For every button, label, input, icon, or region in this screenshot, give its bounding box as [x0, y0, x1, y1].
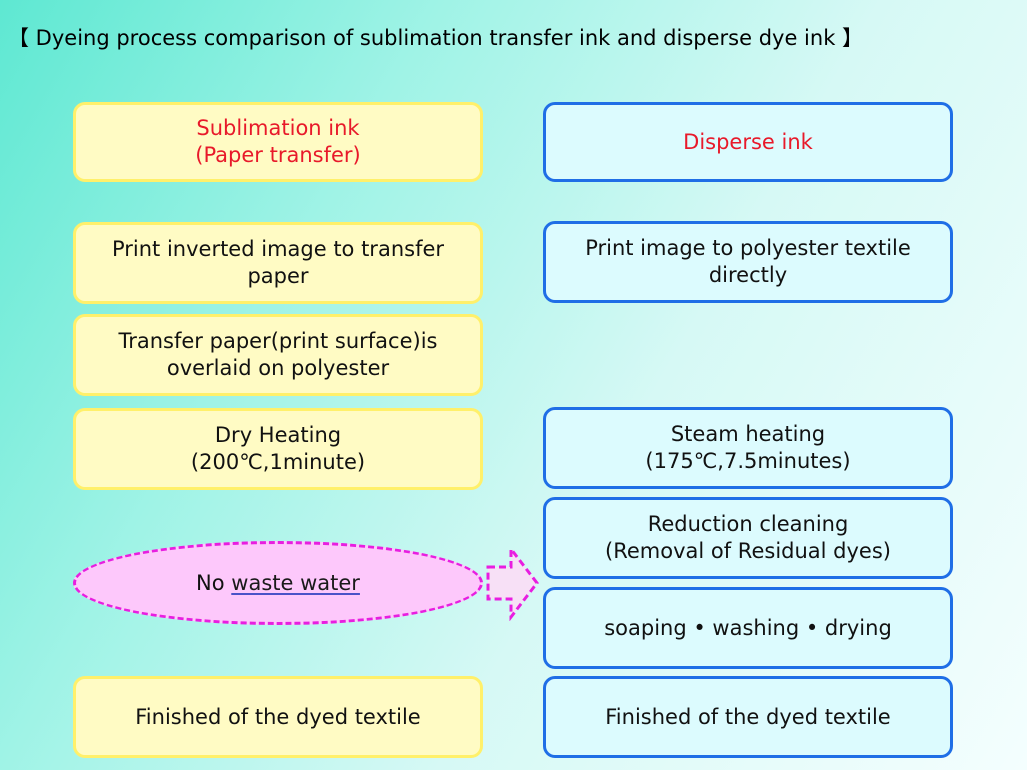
header-line-2: (Paper transfer) — [195, 143, 361, 167]
step-text-line-1: Steam heating — [670, 422, 826, 446]
step-text: soaping • washing • drying — [604, 615, 892, 640]
sublimation-step-finished: Finished of the dyed textile — [73, 676, 483, 758]
step-text-line-2: overlaid on polyester — [166, 356, 390, 380]
page-title: 【 Dyeing process comparison of sublimati… — [8, 26, 864, 50]
no-waste-prefix: No — [196, 571, 232, 595]
sublimation-step-dry-heating: Dry Heating (200℃,1minute) — [73, 408, 483, 490]
step-text: Finished of the dyed textile — [605, 704, 891, 729]
step-text-line-2: (200℃,1minute) — [190, 450, 366, 474]
step-text-line-1: Print image to polyester textile — [585, 236, 911, 260]
sublimation-ink-header: Sublimation ink (Paper transfer) — [73, 102, 483, 182]
step-text: Finished of the dyed textile — [135, 704, 421, 729]
header-line-1: Sublimation ink — [196, 116, 360, 140]
disperse-step-reduction-cleaning: Reduction cleaning (Removal of Residual … — [543, 497, 953, 579]
disperse-step-soaping: soaping • washing • drying — [543, 587, 953, 669]
step-text-line-1: Transfer paper(print surface)is — [118, 329, 438, 353]
disperse-step-print: Print image to polyester textile directl… — [543, 221, 953, 303]
arrow-right-icon — [486, 545, 539, 621]
step-text-line-2: paper — [247, 264, 309, 288]
waste-water-text: waste water — [231, 571, 360, 595]
step-text-line-2: (Removal of Residual dyes) — [605, 539, 891, 563]
sublimation-step-print: Print inverted image to transfer paper — [73, 222, 483, 304]
header-line-1: Disperse ink — [683, 129, 813, 154]
step-text-line-1: Reduction cleaning — [647, 512, 849, 536]
disperse-step-steam-heating: Steam heating (175℃,7.5minutes) — [543, 407, 953, 489]
sublimation-step-overlay: Transfer paper(print surface)is overlaid… — [73, 314, 483, 396]
step-text-line-2: directly — [708, 263, 788, 287]
no-waste-water-ellipse: No waste water — [73, 541, 483, 625]
disperse-step-finished: Finished of the dyed textile — [543, 676, 953, 758]
step-text-line-1: Dry Heating — [214, 423, 342, 447]
step-text-line-2: (175℃,7.5minutes) — [645, 449, 851, 473]
step-text-line-1: Print inverted image to transfer — [111, 237, 445, 261]
disperse-ink-header: Disperse ink — [543, 102, 953, 182]
